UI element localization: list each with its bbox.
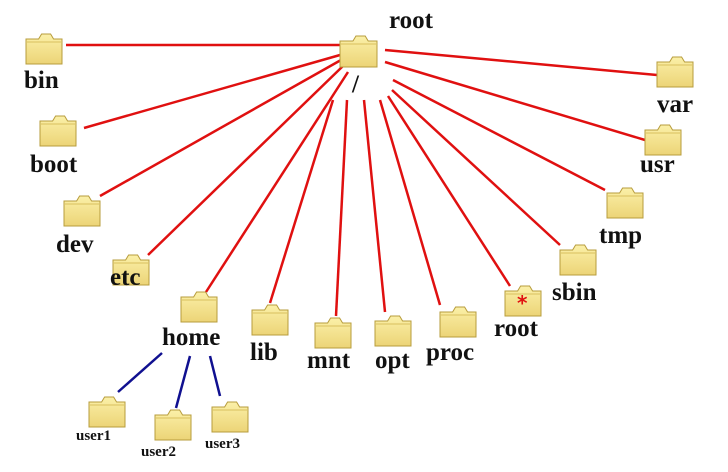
- folder-proc-icon[interactable]: [439, 306, 477, 338]
- folder-home-icon[interactable]: [180, 291, 218, 323]
- link-var: [384, 48, 658, 77]
- link-home: [204, 71, 350, 293]
- link-root: [386, 95, 512, 287]
- link-proc: [378, 99, 442, 306]
- label-lib: lib: [250, 339, 278, 366]
- label-proc: proc: [426, 339, 474, 366]
- link-mnt: [334, 99, 349, 317]
- folder-tmp-icon[interactable]: [606, 187, 644, 219]
- label-mnt: mnt: [307, 347, 351, 374]
- folder-etc-icon[interactable]: [112, 254, 150, 286]
- label-root: root: [494, 315, 539, 342]
- link-etc: [147, 65, 344, 256]
- root-folder-icon[interactable]: [339, 35, 378, 68]
- folder-var-icon[interactable]: [656, 56, 694, 88]
- link-opt: [362, 99, 387, 313]
- star-marker-icon: *: [517, 291, 528, 315]
- label-usr: usr: [640, 151, 675, 178]
- folder-opt-icon[interactable]: [374, 315, 412, 347]
- label-var: var: [657, 91, 693, 118]
- label-boot: boot: [30, 151, 78, 178]
- label-home: home: [162, 324, 220, 351]
- link-lib: [268, 99, 335, 304]
- link-dev: [99, 58, 342, 198]
- label-user2: user2: [141, 444, 176, 460]
- link-boot: [83, 53, 341, 130]
- folder-usr-icon[interactable]: [644, 124, 682, 156]
- label-user1: user1: [76, 428, 111, 444]
- label-user3: user3: [205, 436, 240, 452]
- link-tmp: [392, 78, 606, 192]
- folder-boot-icon[interactable]: [39, 115, 77, 147]
- folder-mnt-icon[interactable]: [314, 317, 352, 349]
- root-label: root: [389, 7, 434, 34]
- folder-lib-icon[interactable]: [251, 304, 289, 336]
- root-path-label: /: [351, 71, 360, 98]
- label-tmp: tmp: [599, 222, 642, 249]
- link-user1: [117, 352, 163, 393]
- folder-sbin-icon[interactable]: [559, 244, 597, 276]
- folder-user3-icon[interactable]: [211, 401, 249, 433]
- folder-user2-icon[interactable]: [154, 409, 192, 441]
- label-bin: bin: [24, 67, 59, 94]
- label-opt: opt: [375, 347, 410, 374]
- label-dev: dev: [56, 231, 94, 258]
- link-usr: [384, 60, 646, 142]
- folder-dev-icon[interactable]: [63, 195, 101, 227]
- folder-bin-icon[interactable]: [25, 33, 63, 65]
- folder-root-icon[interactable]: [504, 285, 542, 317]
- link-sbin: [391, 89, 561, 246]
- link-user2: [174, 355, 192, 409]
- link-user3: [208, 355, 222, 397]
- folder-user1-icon[interactable]: [88, 396, 126, 428]
- label-sbin: sbin: [552, 279, 597, 306]
- label-etc: etc: [110, 264, 141, 291]
